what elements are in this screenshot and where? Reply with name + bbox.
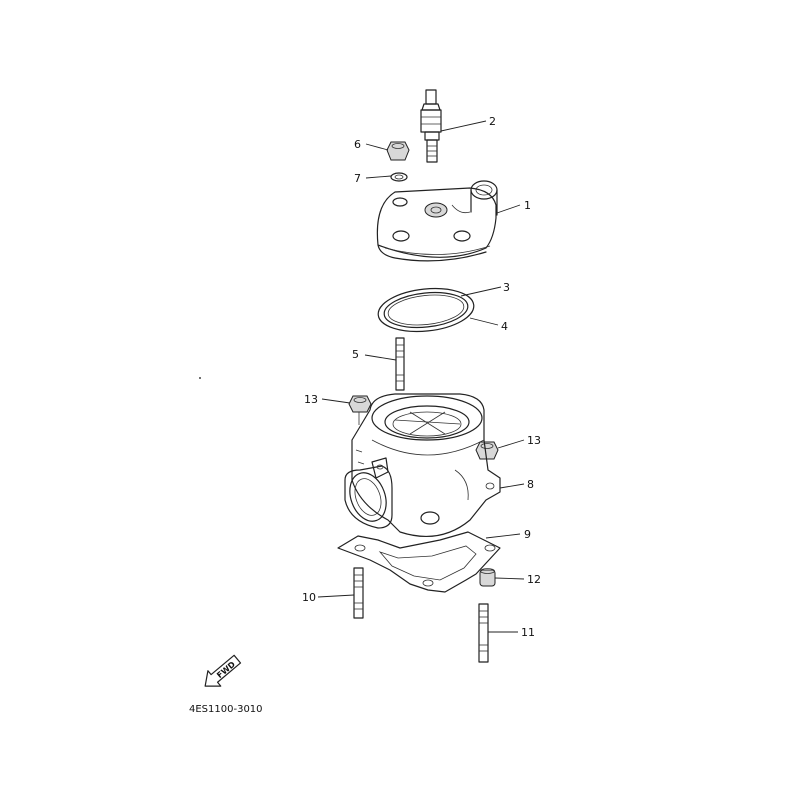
part-9-base-gasket <box>337 531 501 593</box>
part-5-stud <box>395 337 405 391</box>
callout-9: 9 <box>524 528 531 541</box>
part-10-stud <box>353 567 364 619</box>
part-6-nut <box>386 141 410 161</box>
callout-11: 11 <box>521 626 535 639</box>
part-13-nut-right <box>475 441 499 460</box>
stray-dot <box>199 377 201 379</box>
part-3-4-gaskets <box>377 287 475 333</box>
part-8-cylinder <box>344 393 501 538</box>
callout-7: 7 <box>354 172 361 185</box>
callout-13-left: 13 <box>304 393 318 406</box>
part-2-spark-plug <box>420 89 442 163</box>
callout-1: 1 <box>524 199 531 212</box>
callout-8: 8 <box>527 478 534 491</box>
part-1-cylinder-head <box>376 180 498 262</box>
callout-10: 10 <box>302 591 316 604</box>
callout-4: 4 <box>501 320 508 333</box>
leader-lines <box>317 120 525 633</box>
fwd-arrow-icon: FWD <box>204 654 242 687</box>
callout-3: 3 <box>503 281 510 294</box>
callout-5: 5 <box>352 348 359 361</box>
callout-13-right: 13 <box>527 434 541 447</box>
callout-labels: 2 6 7 1 3 4 5 13 13 8 9 12 10 11 <box>302 115 541 639</box>
diagram-code: 4ES1100-3010 <box>189 704 263 715</box>
part-7-washer <box>390 172 408 182</box>
part-13-nut-left <box>348 395 372 413</box>
callout-2: 2 <box>489 115 496 128</box>
part-11-stud <box>478 603 489 663</box>
callout-6: 6 <box>354 138 361 151</box>
callout-12: 12 <box>527 573 541 586</box>
part-12-dowel <box>479 568 496 587</box>
